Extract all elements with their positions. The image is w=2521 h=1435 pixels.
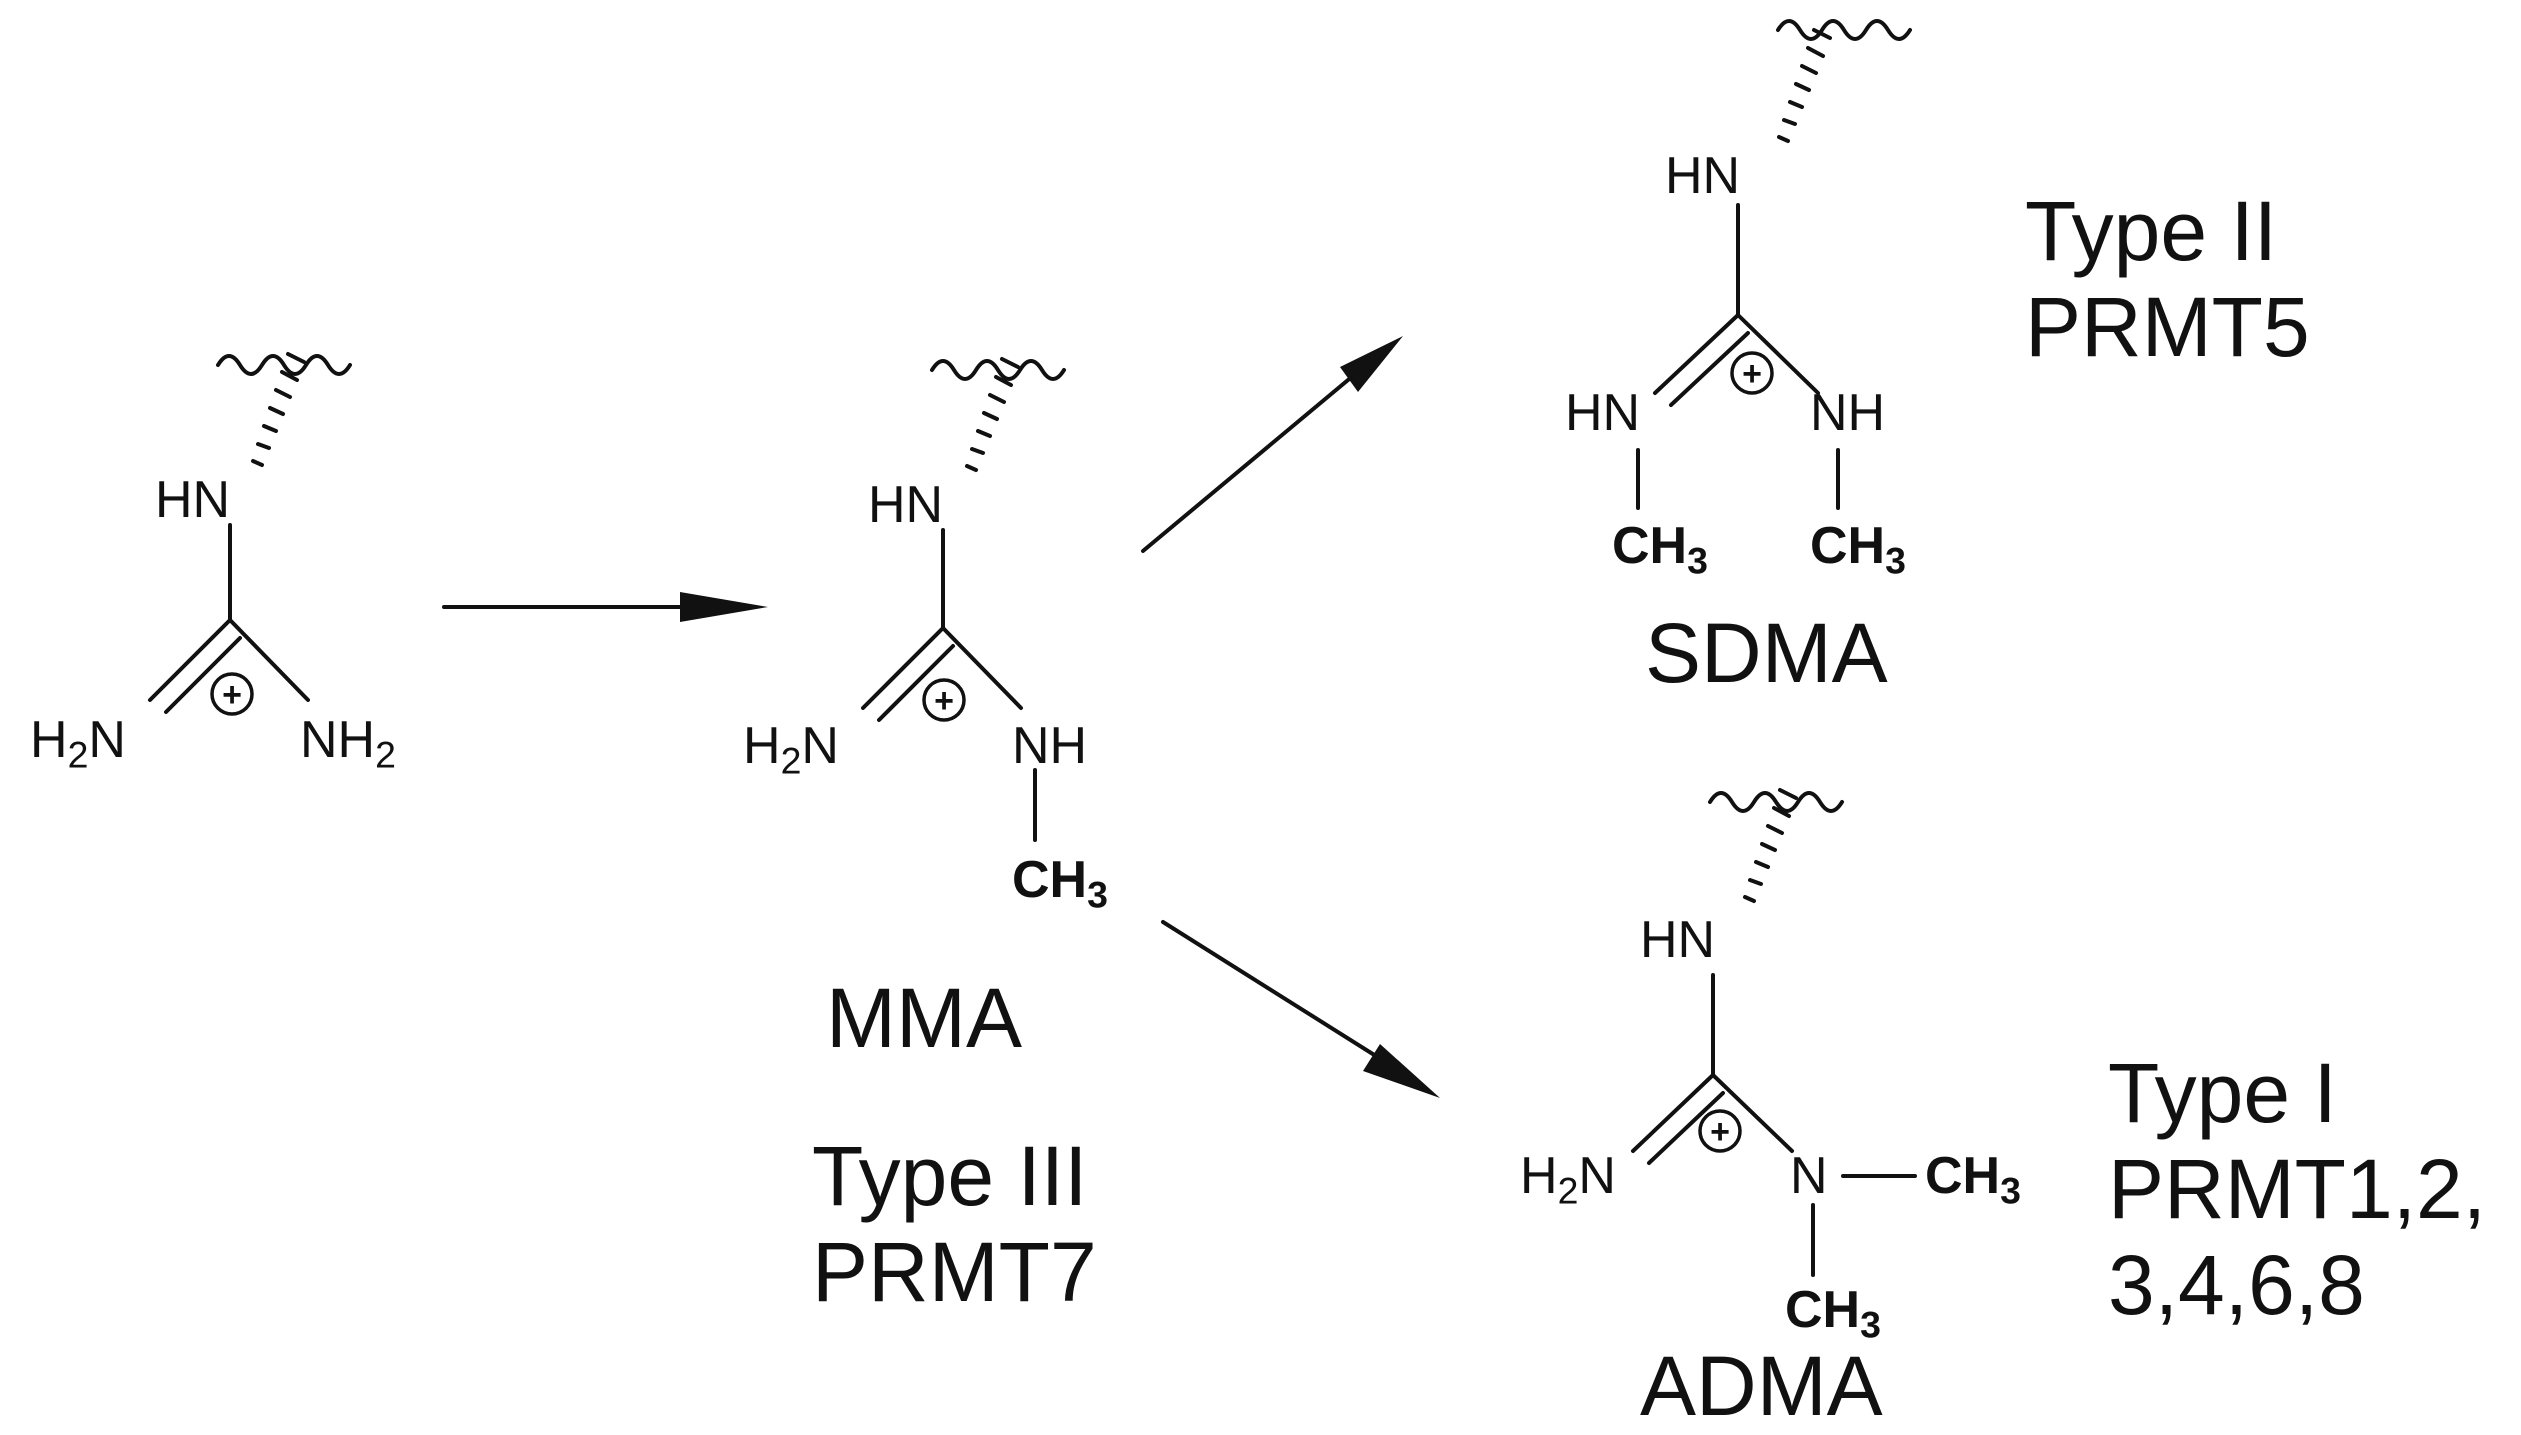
adma-methyl-2-label: CH3 [1785, 1281, 1881, 1346]
sdma-hashed-bond [1777, 28, 1832, 143]
arginine-structure [148, 352, 352, 716]
mma-double-bond-b [877, 644, 955, 722]
mma-single-bond [941, 626, 1023, 710]
arrow-mma-to-adma [1161, 920, 1440, 1098]
adma-structure [1631, 788, 1917, 1277]
sdma-charge-circle [1730, 351, 1774, 395]
sdma-top-nh-label: HN [1665, 147, 1741, 205]
type-iii-label: Type III PRMT7 [812, 1129, 1097, 1319]
sdma-wavy-bond [1776, 19, 1912, 41]
mma-hashed-bond [965, 357, 1020, 472]
mma-right-nh-label: NH [1012, 717, 1088, 775]
adma-wavy-bond [1708, 791, 1844, 813]
mma-structure [861, 357, 1066, 842]
mma-double-bond-a [861, 626, 945, 710]
arg-left-nh2-label: H2N [30, 711, 126, 776]
type-ii-label: Type II PRMT5 [2025, 184, 2310, 374]
mma-charge-circle [922, 678, 966, 722]
adma-left-nh2-label: H2N [1520, 1147, 1616, 1212]
sdma-charge-sign: + [1742, 355, 1762, 393]
adma-name-label: ADMA [1640, 1339, 1883, 1433]
mma-top-nh-label: HN [868, 476, 944, 534]
adma-double-bond-b [1647, 1091, 1725, 1165]
sdma-single-bond [1736, 313, 1820, 395]
arg-hashed-bond [251, 352, 306, 467]
adma-double-bond-a [1631, 1073, 1715, 1153]
arg-single-bond [228, 618, 310, 702]
sdma-right-nh-label: NH [1810, 384, 1886, 442]
adma-methyl-1-label: CH3 [1925, 1147, 2021, 1212]
adma-top-nh-label: HN [1640, 911, 1716, 969]
mma-wavy-bond [930, 359, 1066, 381]
arg-top-nh-label: HN [155, 471, 231, 529]
arg-right-nh2-label: NH2 [300, 711, 396, 776]
sdma-double-bond-b [1669, 331, 1750, 407]
sdma-double-bond-a [1653, 313, 1740, 395]
sdma-name-label: SDMA [1645, 606, 1888, 700]
adma-single-bond [1711, 1073, 1794, 1153]
arg-charge-circle [210, 672, 254, 716]
adma-charge-circle [1698, 1109, 1742, 1153]
mma-left-nh2-label: H2N [743, 717, 839, 782]
sdma-structure [1636, 19, 1912, 510]
type-i-label: Type I PRMT1,2, 3,4,6,8 [2108, 1046, 2487, 1332]
adma-charge-sign: + [1710, 1113, 1730, 1151]
arg-charge-sign: + [222, 676, 242, 714]
arrow-mma-to-sdma [1141, 336, 1403, 553]
arrow-arg-to-mma [442, 592, 768, 622]
adma-n-label: N [1790, 1147, 1828, 1205]
mma-methyl-label: CH3 [1012, 851, 1108, 916]
arg-double-bond-a [148, 618, 232, 702]
sdma-methyl-1-label: CH3 [1612, 517, 1708, 582]
arg-double-bond-b [164, 636, 242, 714]
mma-name-label: MMA [826, 971, 1022, 1065]
arg-wavy-bond [216, 354, 352, 376]
mma-charge-sign: + [934, 682, 954, 720]
sdma-left-nh-label: HN [1565, 384, 1641, 442]
adma-hashed-bond [1743, 788, 1798, 903]
sdma-methyl-2-label: CH3 [1810, 517, 1906, 582]
